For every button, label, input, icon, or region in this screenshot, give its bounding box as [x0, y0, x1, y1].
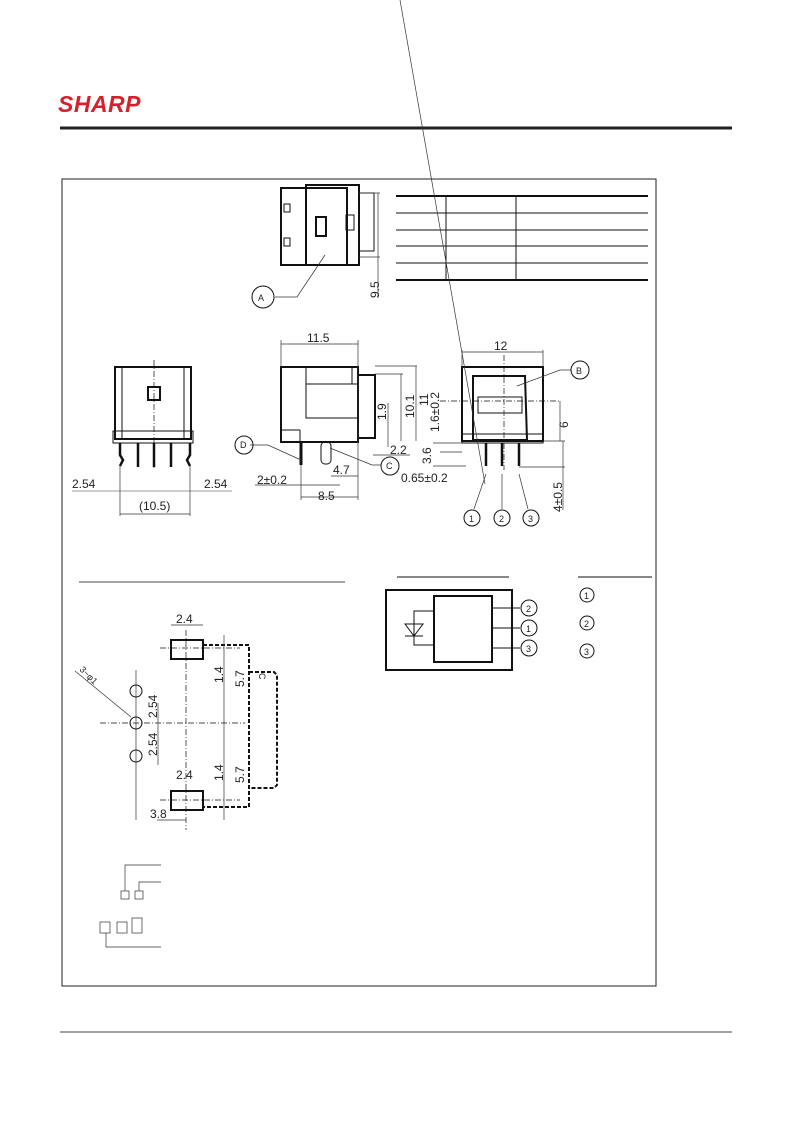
- dim-3-6: 3.6: [420, 447, 434, 464]
- dim-5-7-bottom: 5.7: [233, 766, 247, 783]
- side-view-drawing: [234, 340, 417, 500]
- circuit-pin-2: 2: [526, 604, 531, 614]
- pin-list-2: 2: [584, 619, 589, 629]
- pin-list-1: 1: [584, 591, 589, 601]
- internal-circuit: [385, 576, 538, 671]
- dim-1-4-top: 1.4: [212, 666, 226, 683]
- pitch-bottom: 2.54: [146, 732, 160, 756]
- pin-1-label: 1: [469, 514, 474, 524]
- callout-d: D: [240, 440, 247, 450]
- dim-right-pitch: 2.54: [204, 477, 228, 491]
- pin-list-3: 3: [584, 647, 589, 657]
- offset-dim: 3.8: [150, 807, 167, 821]
- dim-11: 11: [417, 393, 431, 406]
- pin-list: [578, 576, 652, 659]
- marking-diagram: [99, 864, 161, 948]
- circuit-pin-1: 1: [526, 624, 531, 634]
- dim-2-2: 2.2: [390, 443, 407, 457]
- pcb-layout-drawing: [74, 581, 345, 830]
- end-view-drawing: [399, 0, 590, 527]
- drawing-frame: [61, 178, 657, 987]
- dim-end-width: 12: [494, 339, 508, 353]
- hole-spec: 3−φ1: [78, 664, 100, 686]
- sharp-logo: SHARP: [58, 91, 141, 117]
- front-view-drawing: [72, 360, 232, 516]
- circuit-pin-3: 3: [526, 644, 531, 654]
- dim-left-pitch: 2.54: [72, 477, 96, 491]
- pad-width-bottom: 2.4: [176, 768, 193, 782]
- dim-10-1: 10.1: [403, 394, 417, 418]
- pad-width-top: 2.4: [176, 612, 193, 626]
- pcb-mark: C: [257, 673, 267, 680]
- callout-a: A: [258, 293, 264, 303]
- dim-5-7-top: 5.7: [233, 670, 247, 687]
- dim-4-7: 4.7: [333, 463, 350, 477]
- dim-length: 11.5: [307, 331, 330, 345]
- dim-8-5: 8.5: [318, 489, 335, 503]
- dim-2-tol: 2±0.2: [257, 473, 287, 487]
- callout-c: C: [386, 461, 393, 471]
- callout-b: B: [576, 366, 582, 376]
- dim-width: (10.5): [139, 499, 170, 513]
- dim-height: 9.5: [368, 281, 382, 298]
- dim-4: 4±0.5: [551, 482, 565, 512]
- dim-1-9: 1.9: [375, 403, 389, 420]
- dim-1-4-bottom: 1.4: [212, 764, 226, 781]
- pitch-top: 2.54: [146, 694, 160, 718]
- callout-a-circle: [251, 285, 275, 309]
- pin-2-label: 2: [499, 514, 504, 524]
- dim-0-65: 0.65±0.2: [401, 471, 448, 485]
- dim-6: 6: [557, 421, 571, 428]
- top-view-drawing: [251, 184, 380, 309]
- spec-table: [396, 195, 648, 281]
- dim-1-6: 1.6±0.2: [428, 392, 442, 432]
- pin-3-label: 3: [528, 514, 533, 524]
